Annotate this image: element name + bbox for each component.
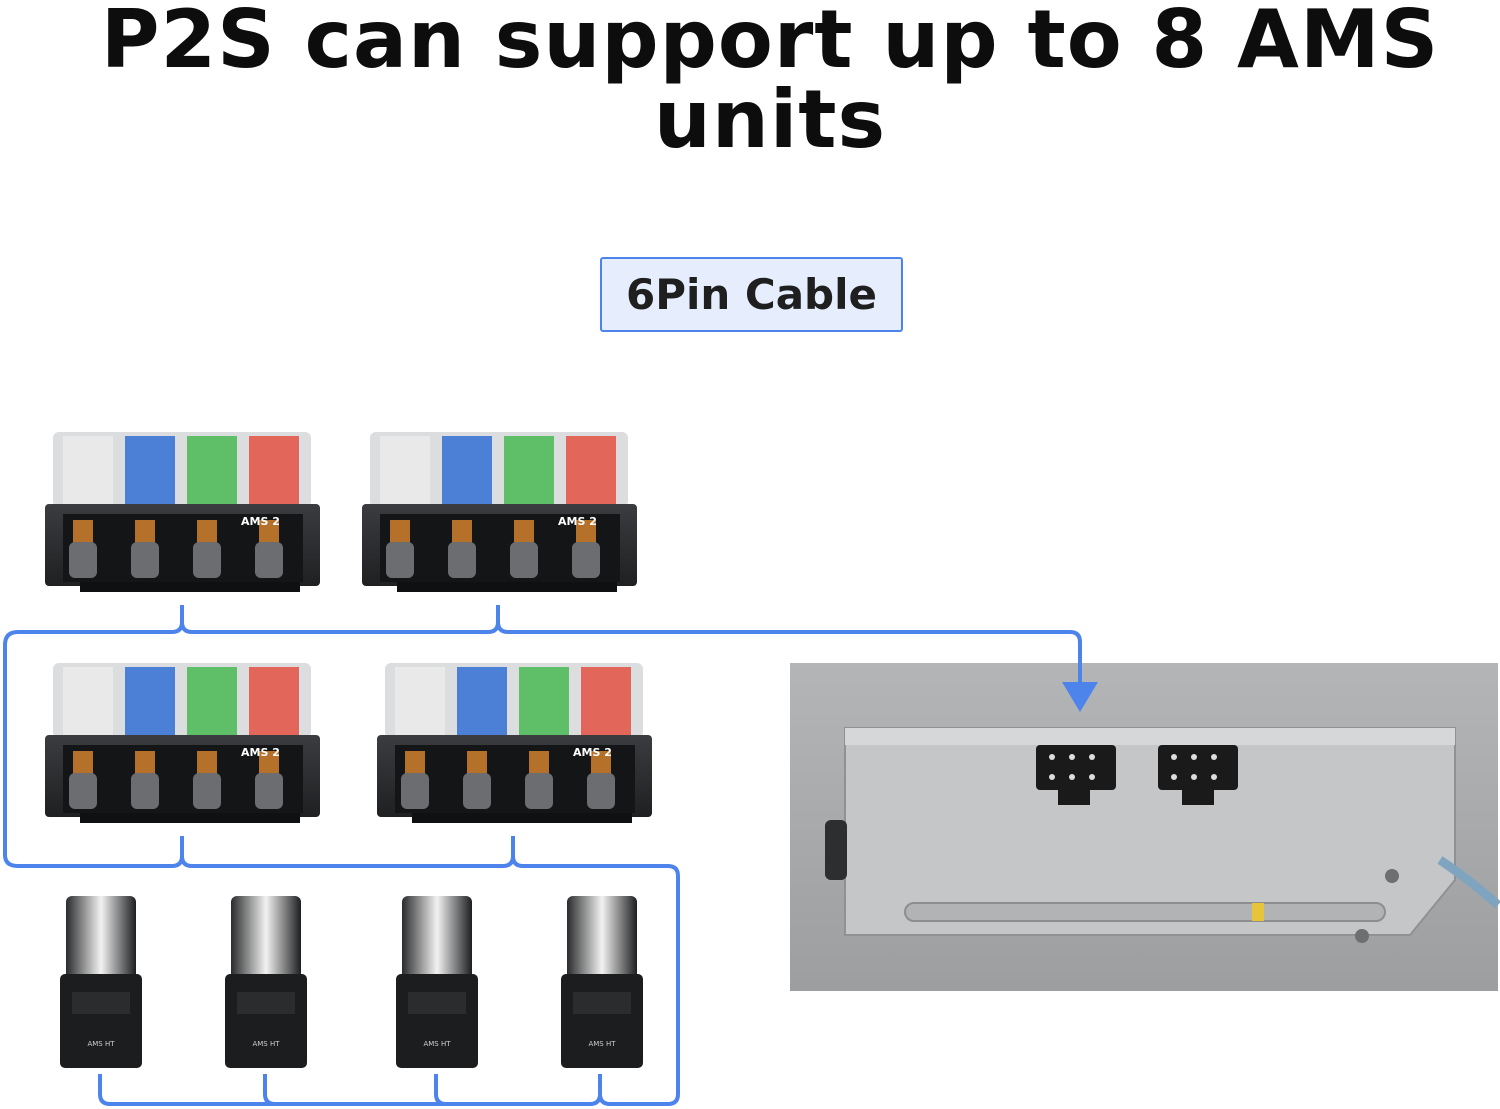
- filament-spool: [442, 436, 492, 506]
- ams-ht-unit: AMS HT: [225, 896, 307, 1068]
- filament-spool: [125, 436, 175, 506]
- filament-spool: [249, 667, 299, 737]
- ams2-unit: AMS 2: [377, 663, 652, 823]
- ams-ht-unit: AMS HT: [60, 896, 142, 1068]
- filament-spool: [581, 667, 631, 737]
- printer-port-panel: [790, 663, 1500, 991]
- ams-ht-brand-label: AMS HT: [87, 1040, 115, 1048]
- ams2-brand-label: AMS 2: [558, 515, 597, 528]
- filament-spool: [519, 667, 569, 737]
- filament-spool: [63, 667, 113, 737]
- ams2-brand-label: AMS 2: [241, 515, 280, 528]
- cable-label: 6Pin Cable: [600, 257, 903, 332]
- filament-spool: [249, 436, 299, 506]
- 6pin-connector-icon: [1158, 745, 1238, 805]
- ams-ht-brand-label: AMS HT: [423, 1040, 451, 1048]
- headline: P2S can support up to 8 AMS units: [100, 0, 1440, 166]
- ams2-unit: AMS 2: [362, 432, 637, 592]
- filament-spool: [63, 436, 113, 506]
- 6pin-connector-icon: [1036, 745, 1116, 805]
- ams-ht-brand-label: AMS HT: [588, 1040, 616, 1048]
- filament-spool: [395, 667, 445, 737]
- ams2-unit: AMS 2: [45, 432, 320, 592]
- filament-spool: [125, 667, 175, 737]
- ams-ht-brand-label: AMS HT: [252, 1040, 280, 1048]
- ams-ht-unit: AMS HT: [396, 896, 478, 1068]
- filament-spool: [187, 436, 237, 506]
- filament-spool: [566, 436, 616, 506]
- filament-spool: [504, 436, 554, 506]
- ams-ht-unit: AMS HT: [561, 896, 643, 1068]
- arrow-down-icon: [1062, 682, 1098, 712]
- ams2-brand-label: AMS 2: [573, 746, 612, 759]
- cable-lines: [3, 605, 1082, 1106]
- filament-spool: [187, 667, 237, 737]
- ams2-unit: AMS 2: [45, 663, 320, 823]
- filament-spool: [457, 667, 507, 737]
- ams2-brand-label: AMS 2: [241, 746, 280, 759]
- filament-spool: [380, 436, 430, 506]
